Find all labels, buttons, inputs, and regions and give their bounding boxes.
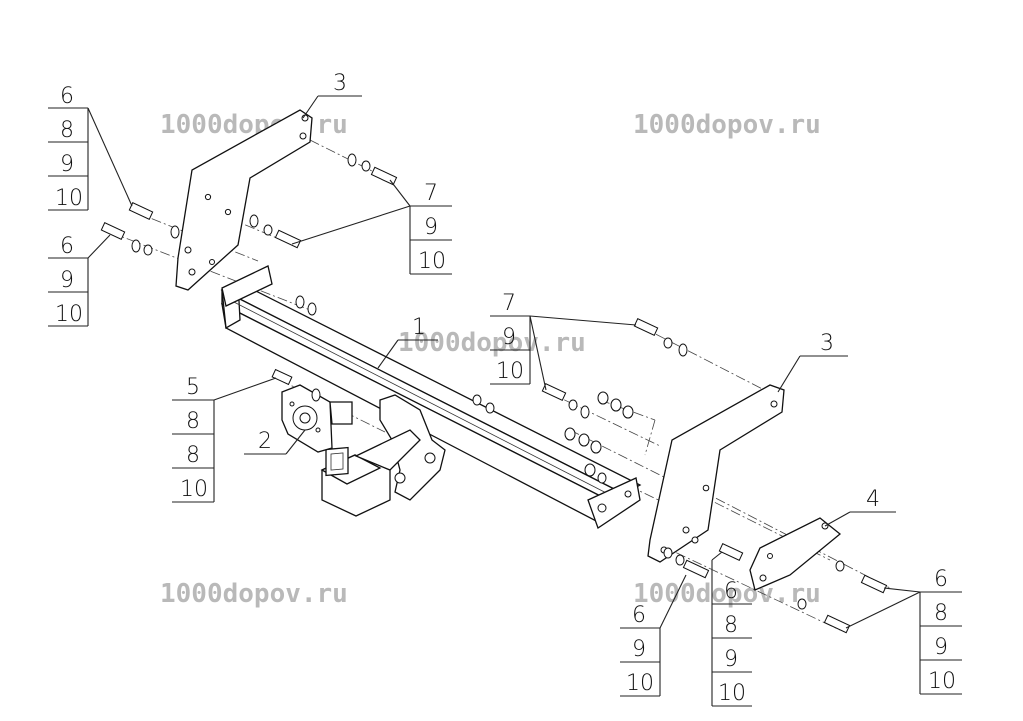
label-10: 10 (55, 186, 83, 211)
label-1: 1 (412, 315, 426, 340)
label-9: 9 (502, 325, 516, 350)
label-6: 6 (632, 603, 646, 628)
small-bracket (749, 517, 842, 591)
label-6: 6 (934, 567, 948, 592)
label-7: 7 (502, 291, 516, 316)
label-9: 9 (632, 637, 646, 662)
label-10: 10 (418, 249, 446, 274)
watermark-center: 1000dopov.ru (398, 328, 586, 358)
label-9: 9 (424, 215, 438, 240)
callout-part-1: 1 (377, 315, 438, 369)
label-7: 7 (424, 181, 438, 206)
label-9: 9 (934, 635, 948, 660)
label-3: 3 (333, 71, 347, 96)
callout-part-2: 2 (244, 429, 306, 455)
main-cross-beam (220, 265, 642, 530)
socket-bracket (281, 384, 353, 453)
label-6: 6 (60, 234, 74, 259)
right-side-plate (647, 384, 785, 563)
callout-stack-bottom-right: 6 8 9 10 (845, 567, 962, 695)
label-9: 9 (60, 152, 74, 177)
label-8: 8 (186, 409, 200, 434)
label-8: 8 (724, 613, 738, 638)
callout-part-3-right: 3 (777, 331, 848, 393)
label-2: 2 (258, 429, 272, 454)
callout-stack-bottom-6a: 6 9 10 (620, 574, 687, 697)
callout-stack-7-upper: 7 9 10 (291, 179, 452, 275)
label-8: 8 (60, 118, 74, 143)
watermark-top-right: 1000dopov.ru (633, 110, 821, 140)
label-9: 9 (60, 268, 74, 293)
callout-stack-top-left: 6 8 9 10 (48, 84, 133, 211)
label-10: 10 (180, 477, 208, 502)
label-5: 5 (186, 375, 200, 400)
watermark-bottom-left: 1000dopov.ru (160, 579, 348, 609)
label-6: 6 (60, 84, 74, 109)
label-10: 10 (55, 302, 83, 327)
callout-stack-left: 6 9 10 (48, 234, 111, 327)
label-4: 4 (866, 487, 880, 512)
callout-part-3-left: 3 (302, 71, 362, 119)
label-8: 8 (186, 443, 200, 468)
label-9: 9 (724, 647, 738, 672)
label-10: 10 (928, 669, 956, 694)
label-10: 10 (626, 671, 654, 696)
fasteners (100, 153, 888, 634)
callout-stack-bottom-6b: 6 8 9 10 (711, 551, 752, 707)
callout-part-4: 4 (824, 487, 896, 527)
left-side-plate (175, 109, 313, 291)
label-8: 8 (934, 601, 948, 626)
callout-stack-5: 5 8 8 10 (172, 375, 277, 503)
label-6: 6 (724, 579, 738, 604)
callout-stack-7-center: 7 9 10 (490, 291, 637, 391)
label-10: 10 (496, 359, 524, 384)
label-10: 10 (718, 681, 746, 706)
label-3: 3 (820, 331, 834, 356)
receiver-tube (320, 394, 446, 517)
